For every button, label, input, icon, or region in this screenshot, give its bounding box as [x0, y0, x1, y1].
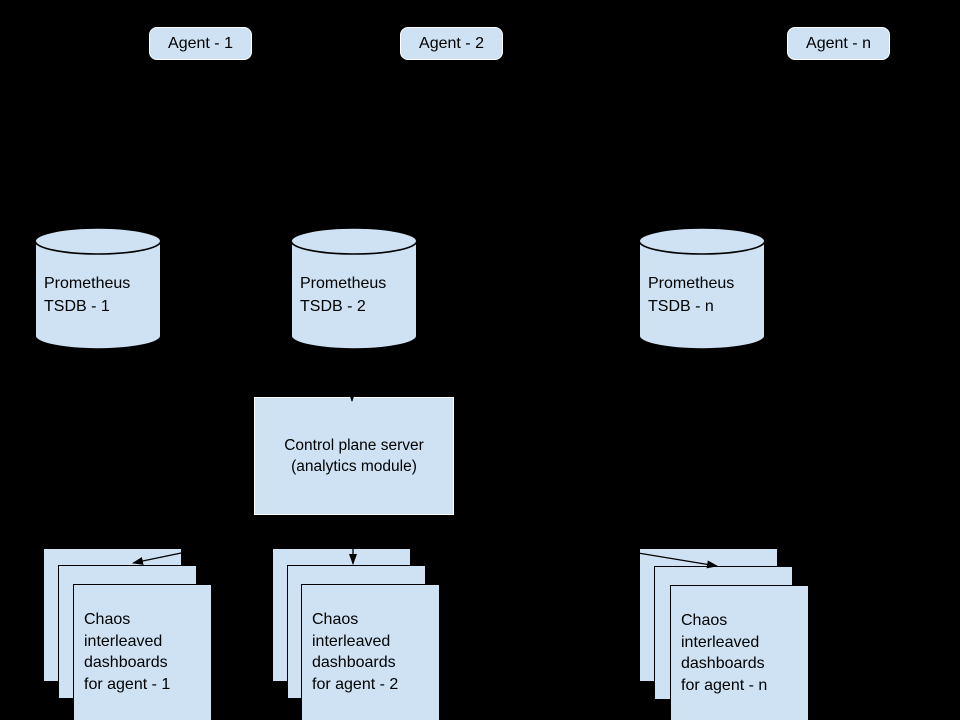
prometheus-tsdb-2-node: Prometheus TSDB - 2: [290, 227, 418, 350]
dashboards-agent-1-label: Chaos interleaved dashboards for agent -…: [84, 609, 170, 696]
control-plane-label-line2: (analytics module): [291, 458, 417, 475]
database-cylinder-icon: [290, 227, 418, 350]
agent-1-node: Agent - 1: [149, 27, 252, 60]
control-plane-server-node: Control plane server (analytics module): [254, 397, 454, 515]
agent-n-label: Agent - n: [806, 34, 871, 52]
dashboards-agent-2-line4: for agent - 2: [312, 676, 399, 694]
dashboards-agent-n-line3: dashboards: [681, 655, 765, 673]
database-cylinder-icon: [638, 227, 766, 350]
dashboards-agent-2-line2: interleaved: [312, 632, 391, 650]
tsdb-1-label-line1: Prometheus: [44, 275, 131, 292]
tsdb-2-label-line2: TSDB - 2: [300, 298, 366, 315]
tsdb-n-label-line2: TSDB - n: [648, 298, 714, 315]
dashboard-stack-sheet-front: Chaos interleaved dashboards for agent -…: [670, 585, 809, 720]
dashboard-stack-sheet-front: Chaos interleaved dashboards for agent -…: [73, 584, 212, 720]
dashboards-agent-n-line4: for agent - n: [681, 677, 768, 695]
tsdb-1-label-line2: TSDB - 1: [44, 298, 110, 315]
prometheus-tsdb-n-node: Prometheus TSDB - n: [638, 227, 766, 350]
tsdb-n-label: Prometheus TSDB - n: [648, 272, 734, 318]
tsdb-n-label-line1: Prometheus: [648, 275, 735, 292]
tsdb-2-label: Prometheus TSDB - 2: [300, 272, 386, 318]
prometheus-tsdb-1-node: Prometheus TSDB - 1: [34, 227, 162, 350]
agent-n-node: Agent - n: [787, 27, 890, 60]
dashboards-agent-n-line1: Chaos: [681, 612, 728, 629]
dashboards-agent-1-line2: interleaved: [84, 632, 163, 650]
dashboards-agent-2-line3: dashboards: [312, 654, 396, 672]
agent-2-node: Agent - 2: [400, 27, 503, 60]
database-cylinder-icon: [34, 227, 162, 350]
dashboards-agent-1-line3: dashboards: [84, 654, 168, 672]
tsdb-2-label-line1: Prometheus: [300, 275, 387, 292]
dashboards-agent-2-label: Chaos interleaved dashboards for agent -…: [312, 609, 398, 696]
tsdb-1-label: Prometheus TSDB - 1: [44, 272, 130, 318]
agent-2-label: Agent - 2: [419, 34, 484, 52]
control-plane-label-line1: Control plane server: [284, 437, 424, 454]
dashboards-agent-2-line1: Chaos: [312, 611, 359, 628]
dashboards-agent-1-line1: Chaos: [84, 611, 131, 628]
dashboards-agent-1-line4: for agent - 1: [84, 676, 171, 694]
dashboard-stack-sheet-front: Chaos interleaved dashboards for agent -…: [301, 584, 440, 720]
dashboards-agent-n-label: Chaos interleaved dashboards for agent -…: [681, 610, 767, 697]
dashboards-agent-n-line2: interleaved: [681, 633, 760, 651]
agent-1-label: Agent - 1: [168, 34, 233, 52]
